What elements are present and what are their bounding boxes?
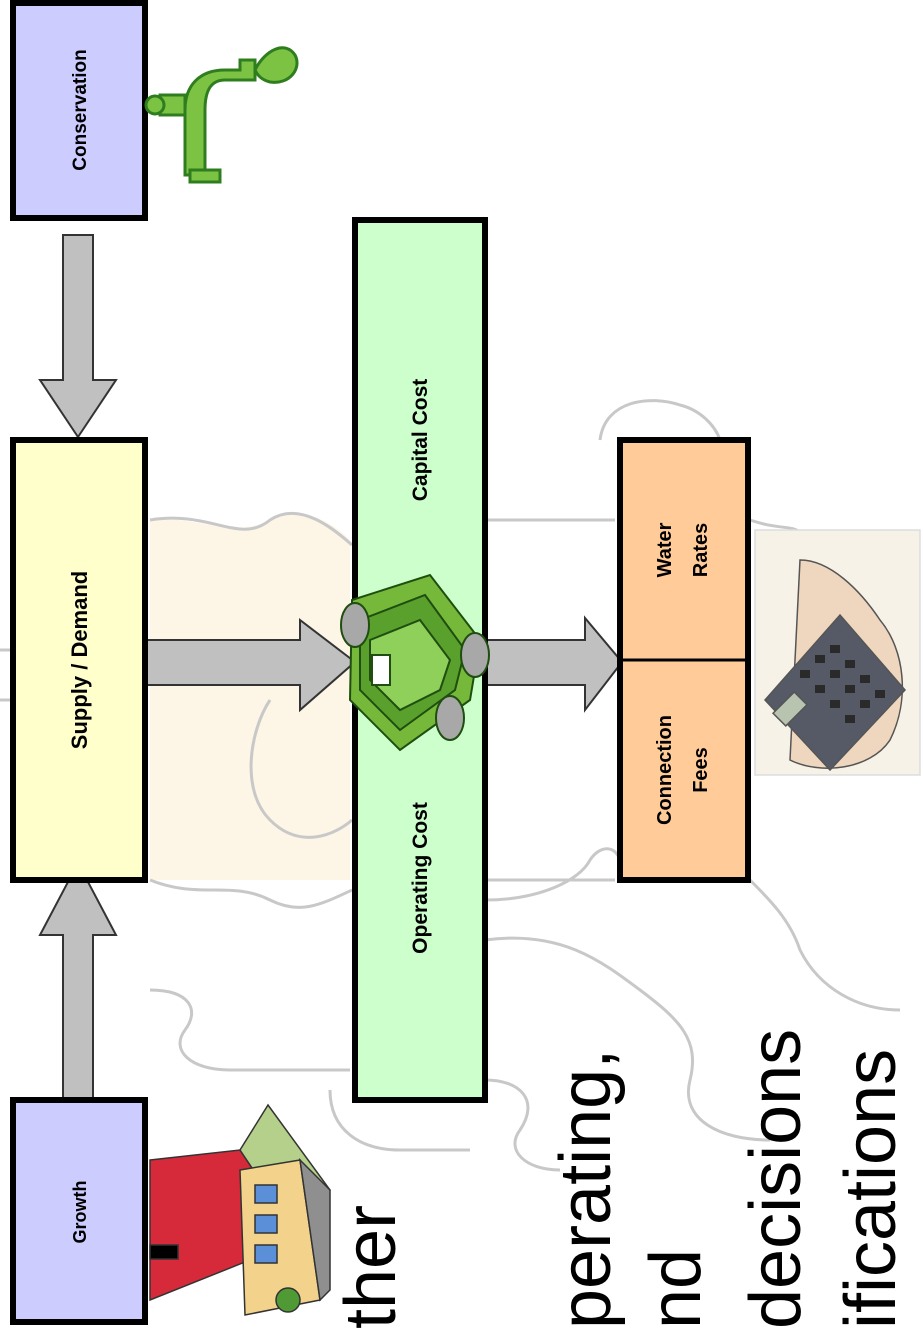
connection-fees-label-line2: Fees: [690, 747, 712, 793]
arrow-growth-to-supply: [38, 860, 118, 1116]
puzzle-outline-7: [748, 878, 901, 1012]
water-rates-label-line1: Water: [654, 522, 676, 577]
connection-fees-label-line1: Connection: [654, 715, 676, 825]
puzzle-outline-1: [149, 511, 353, 547]
water-rates-label-line2: Rates: [690, 523, 712, 577]
arrow-supply-to-cost: [144, 617, 357, 713]
puzzle-outline-10: [149, 988, 350, 1072]
background-text-line-3: nd: [636, 1249, 716, 1329]
operating-cost-label: Operating Cost: [409, 802, 432, 954]
background-text-line-5: ifications: [831, 1049, 911, 1329]
puzzle-outline-5: [598, 399, 722, 441]
conservation-box: [10, 0, 148, 221]
capital-cost-label: Capital Cost: [409, 379, 432, 502]
supply-demand-box: [10, 437, 148, 883]
background-text-line-4: decisions: [736, 1029, 816, 1329]
background-text: ther perating, nd decisions ifications: [331, 1029, 911, 1329]
growth-box: [10, 1097, 148, 1325]
box-labels: Growth Conservation Supply / Demand Oper…: [67, 49, 712, 1243]
water-faucet-icon: [144, 46, 299, 184]
conservation-label: Conservation: [70, 49, 91, 170]
puzzle-outline-11: [484, 936, 771, 1142]
background-text-line-2: perating,: [546, 1049, 626, 1329]
puzzle-piece-beige: [150, 513, 350, 880]
calculator-hand-icon: [754, 529, 921, 776]
puzzle-outline-4: [485, 518, 615, 882]
boxes: [10, 0, 751, 1325]
house-icon: [149, 1103, 331, 1316]
puzzle-outline-3: [249, 699, 353, 839]
arrow-conservation-to-supply: [38, 234, 118, 439]
arrow-cost-to-fees: [484, 615, 624, 713]
puzzle-outline-12: [328, 1089, 470, 1152]
puzzle-outline-13: [0, 648, 10, 702]
arrows: [38, 234, 624, 1116]
puzzle-outline-9: [484, 1078, 561, 1172]
supply-demand-label: Supply / Demand: [67, 571, 92, 749]
growth-label: Growth: [70, 1181, 90, 1244]
puzzle-outline-8: [484, 847, 622, 902]
puzzle-background: [0, 399, 901, 1172]
background-text-line-1: ther: [331, 1205, 411, 1329]
puzzle-outline-2: [149, 878, 353, 909]
money-stack-icon: [340, 573, 490, 752]
